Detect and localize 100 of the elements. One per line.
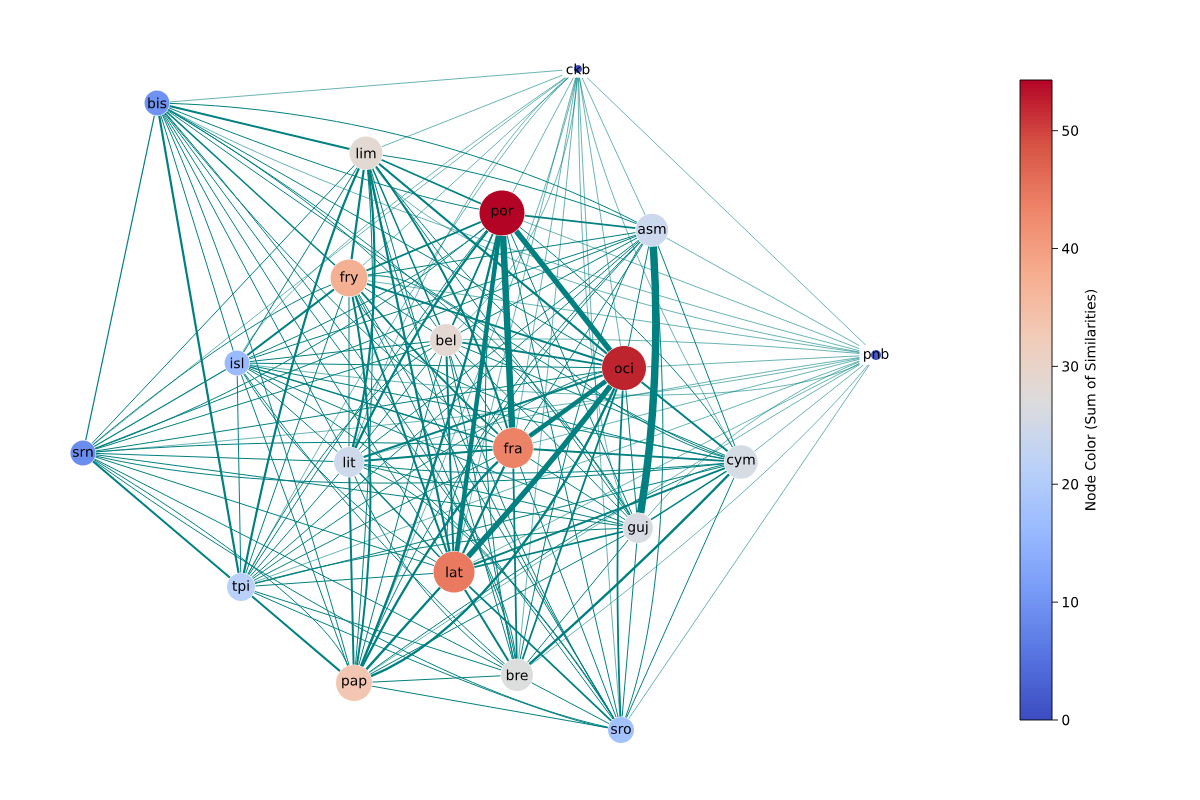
edge-line xyxy=(528,379,608,438)
edge-line xyxy=(754,364,864,452)
edge-line xyxy=(250,595,341,673)
edge-line xyxy=(94,458,503,669)
edge-line xyxy=(359,235,499,667)
edge-line xyxy=(621,542,638,718)
edge-line xyxy=(368,169,451,552)
edge-line xyxy=(358,472,441,558)
edge-line xyxy=(243,373,437,563)
edge-line xyxy=(354,475,505,666)
edge-line xyxy=(168,107,480,210)
edge-line xyxy=(162,113,343,449)
edge-line xyxy=(461,465,506,554)
edge-line xyxy=(251,240,640,579)
edge-line xyxy=(368,364,860,674)
edge-line xyxy=(93,459,349,667)
edge-line xyxy=(519,466,617,719)
edge-line xyxy=(95,370,603,452)
edge-line xyxy=(367,275,631,516)
edge-line xyxy=(466,384,613,559)
edge-line xyxy=(249,364,725,460)
edge-line xyxy=(249,341,431,363)
edge-line xyxy=(448,355,515,660)
edge-line xyxy=(166,109,726,458)
edge-line xyxy=(354,294,448,554)
edge-line xyxy=(94,344,431,450)
edge-line xyxy=(446,241,641,553)
edge-line xyxy=(164,112,614,720)
edge-line xyxy=(163,113,444,555)
edge-line xyxy=(254,590,502,671)
edge-line xyxy=(355,169,374,666)
edge-line xyxy=(254,572,434,587)
edge-line xyxy=(358,352,437,451)
edge-line xyxy=(348,296,350,448)
edge-line xyxy=(94,235,638,449)
edge-line xyxy=(358,355,443,666)
edge-line xyxy=(365,586,441,671)
edge-line xyxy=(158,115,240,574)
edge-line xyxy=(353,77,569,448)
edge-line xyxy=(165,110,336,267)
edge-line xyxy=(95,452,335,462)
edge-line xyxy=(247,347,433,575)
edge-line xyxy=(245,295,344,574)
edge-line xyxy=(243,166,358,353)
edge-line xyxy=(360,241,641,667)
edge-line xyxy=(351,295,372,666)
edge-line xyxy=(459,237,638,333)
edge-line xyxy=(462,338,860,354)
edge-line xyxy=(363,448,494,462)
edge-line xyxy=(519,242,643,660)
edge-line xyxy=(510,233,633,515)
edge-line xyxy=(512,77,574,194)
edge-line xyxy=(164,112,517,660)
edge-line xyxy=(529,458,626,521)
edge-line xyxy=(93,368,227,448)
edge-line xyxy=(362,77,569,266)
edge-line xyxy=(248,227,486,359)
tick-label: 20 xyxy=(1062,479,1079,490)
edge-line xyxy=(242,167,360,574)
edge-line xyxy=(528,473,730,666)
edge-line xyxy=(457,350,628,518)
edge-line xyxy=(473,530,624,569)
edge-line xyxy=(169,69,563,103)
edge-line xyxy=(350,169,365,260)
edge-line xyxy=(445,355,455,553)
edge-line xyxy=(375,165,726,458)
edge-line xyxy=(85,114,155,441)
edge-line xyxy=(254,360,860,583)
tick-label: 0 xyxy=(1062,714,1070,726)
tick-label: 40 xyxy=(1062,243,1079,254)
edge-line xyxy=(625,389,638,514)
edge-line xyxy=(526,539,629,663)
edge-line xyxy=(167,109,631,516)
edge-line xyxy=(514,229,613,353)
edge-line xyxy=(254,527,624,584)
edge-line xyxy=(361,460,499,668)
edge-line xyxy=(454,353,503,432)
edge-line xyxy=(357,294,516,660)
edge-line xyxy=(371,167,441,326)
edge-line xyxy=(380,158,482,205)
edge-line xyxy=(370,387,616,678)
edge-line xyxy=(625,477,735,719)
edge-line xyxy=(375,166,630,517)
edge-line xyxy=(242,77,566,352)
edge-line xyxy=(646,355,860,368)
edge-line xyxy=(91,460,232,579)
tick-label: 10 xyxy=(1062,596,1079,608)
edge-line xyxy=(578,77,621,717)
edge-line xyxy=(362,374,604,459)
edge-line xyxy=(530,682,610,725)
edge-line xyxy=(354,230,489,449)
edge-line xyxy=(518,77,578,660)
edge-line xyxy=(463,588,510,663)
edge-line xyxy=(348,476,355,666)
edge-line xyxy=(169,102,638,223)
edge-line xyxy=(368,464,725,673)
edge-line xyxy=(362,467,615,720)
tick-label: 50 xyxy=(1062,125,1079,136)
edge-line xyxy=(92,284,332,446)
edge-line xyxy=(529,364,869,666)
